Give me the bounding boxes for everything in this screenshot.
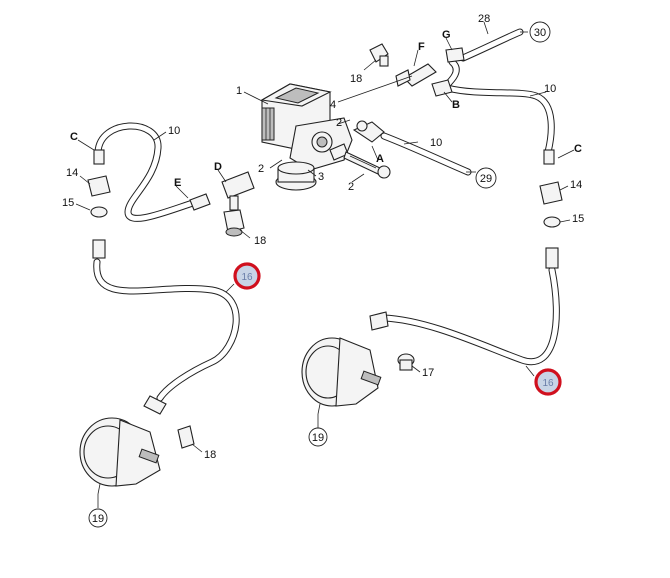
hose-10-right	[443, 84, 555, 156]
callout-18-bottom: 18	[204, 449, 216, 461]
clip-14-right	[539, 149, 563, 205]
fitting-e	[189, 193, 211, 211]
fitting-15-right	[543, 216, 561, 269]
fitting-15-left	[90, 206, 108, 259]
callout-16-left: 16	[241, 272, 253, 283]
label-e: E	[174, 177, 181, 189]
callout-16-right: 16	[542, 378, 554, 389]
label-c-left: C	[70, 131, 78, 143]
fitting-g	[445, 47, 465, 63]
label-c-right: C	[574, 143, 582, 155]
callout-19-left-circle	[88, 508, 108, 528]
relay-valve	[260, 83, 353, 191]
callout-19-left: 19	[92, 513, 104, 525]
callout-19-right-circle	[308, 427, 328, 447]
callout-30: 30	[534, 27, 546, 39]
brake-chamber-right	[301, 311, 389, 415]
fitting-f	[395, 63, 437, 87]
callout-15-right: 15	[572, 213, 584, 225]
fitting-18-bottom	[177, 425, 195, 449]
callout-2-bolt: 2	[348, 181, 354, 193]
callout-28: 28	[478, 13, 490, 25]
label-a: A	[376, 153, 384, 165]
callout-16-right-highlight	[534, 368, 562, 396]
hose-10-middle	[380, 132, 472, 176]
callout-15-left: 15	[62, 197, 74, 209]
callout-17: 17	[422, 367, 434, 379]
label-g: G	[442, 29, 451, 41]
callout-19-right: 19	[312, 432, 324, 444]
label-b: B	[452, 99, 460, 111]
brake-chamber-left	[79, 395, 167, 495]
fitting-17	[397, 353, 415, 371]
fitting-b	[431, 79, 453, 97]
callouts: 1 4 2 2 3 2 10 10 10 14 14 15 15 17 18 1…	[62, 13, 584, 528]
clip-14-left	[87, 149, 111, 197]
callout-14-left: 14	[66, 167, 78, 179]
callout-29: 29	[480, 173, 492, 185]
callout-4: 4	[330, 99, 336, 111]
callout-14-right: 14	[570, 179, 582, 191]
hose-16-left	[93, 258, 240, 402]
pipe-28	[459, 28, 524, 62]
bolt-2	[343, 151, 391, 179]
letter-labels: A B C C D E F G	[70, 29, 582, 189]
label-d: D	[214, 161, 222, 173]
fitting-d	[221, 171, 255, 211]
callout-18-top: 18	[350, 73, 362, 85]
callout-30-circle	[529, 21, 551, 43]
fitting-18-middle	[223, 209, 245, 237]
callout-1: 1	[236, 85, 242, 97]
hose-16-right	[380, 266, 560, 366]
callout-29-circle	[475, 167, 497, 189]
callout-18-middle: 18	[254, 235, 266, 247]
fitting-18-top	[369, 43, 389, 67]
leader-lines	[75, 21, 575, 508]
hose-10-left	[94, 122, 200, 222]
callout-10-right: 10	[544, 83, 556, 95]
fitting-a	[352, 120, 385, 143]
callout-16-left-highlight	[233, 262, 261, 290]
callout-10-left: 10	[168, 125, 180, 137]
callout-2-left: 2	[258, 163, 264, 175]
callout-3: 3	[318, 171, 324, 183]
callout-2-upper: 2	[336, 117, 342, 129]
label-f: F	[418, 41, 425, 53]
callout-10-middle: 10	[430, 137, 442, 149]
